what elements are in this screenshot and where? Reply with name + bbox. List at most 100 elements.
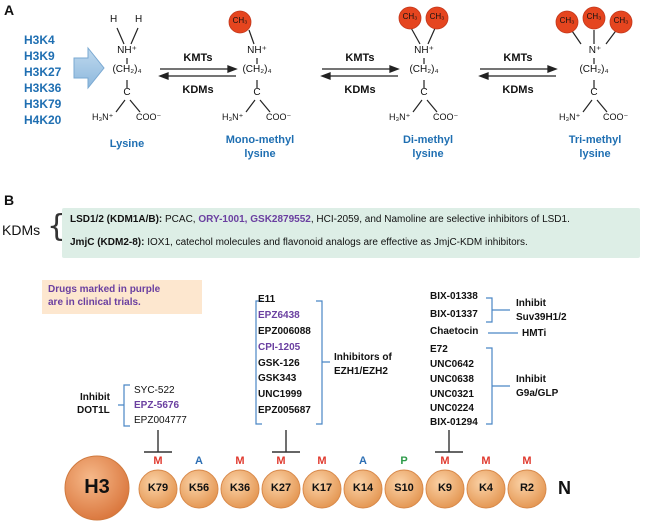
lysine-coo: COO⁻ [136, 112, 162, 122]
block-arrow-shape [73, 46, 105, 90]
residue-label-k17: K17 [311, 482, 333, 494]
h3-core [64, 455, 130, 521]
modification-mark-k79: M [153, 455, 163, 467]
di-chain: (CH₂)₄ [409, 64, 439, 75]
drug-epz6438: EPZ6438 [258, 310, 300, 321]
mono-h3n: H₃N⁺ [222, 112, 244, 122]
residue-h3k36: H3K36 [24, 81, 62, 95]
tri-coo: COO⁻ [603, 112, 629, 122]
residue-label-k27: K27 [270, 482, 292, 494]
residue-bead-k9 [425, 469, 465, 509]
di-ch3-1: CH₃ [402, 12, 418, 21]
kdms-label-1: KDMs [182, 84, 214, 96]
modification-mark-k36: M [235, 455, 245, 467]
drug-e11: E11 [258, 294, 276, 305]
lsd-line: LSD1/2 (KDM1A/B): PCAC, ORY-1001, GSK287… [70, 214, 570, 225]
kdms-brace: { [47, 209, 67, 244]
tri-name-line1: Tri-methyl [568, 134, 622, 146]
drug-cpi-1205: CPI-1205 [258, 342, 301, 353]
residue-label-k4: K4 [478, 482, 494, 494]
mono-c: C [253, 87, 261, 98]
lysine-c: C [123, 87, 131, 98]
jmjc-text: IOX1, catechol molecules and flavonoid a… [144, 237, 528, 248]
modification-mark-r2: M [522, 455, 532, 467]
residue-label-k79: K79 [147, 482, 169, 494]
methyl-circle-di-2 [425, 6, 449, 30]
tri-c: C [590, 87, 598, 98]
drug-unc0224: UNC0224 [430, 403, 474, 414]
g9a-label-line2: G9a/GLP [516, 388, 559, 399]
di-c: C [420, 87, 428, 98]
residue-label-k36: K36 [229, 482, 251, 494]
residue-bead-k36 [220, 469, 260, 509]
residue-h3k27: H3K27 [24, 65, 62, 79]
residue-beads [138, 469, 547, 509]
lsd-text-pre: PCAC, [162, 214, 199, 225]
mono-coo: COO⁻ [266, 112, 292, 122]
tri-ch3-3: CH₃ [613, 16, 629, 25]
methyl-circles [228, 6, 633, 34]
residue-h3k79: H3K79 [24, 97, 62, 111]
modification-mark-s10: P [400, 455, 408, 467]
h3-tail [64, 455, 547, 521]
note-line1: Drugs marked in purple [48, 284, 161, 295]
lysine-nh: NH⁺ [117, 45, 137, 56]
modification-mark-k9: M [440, 455, 450, 467]
lysine-bonds [115, 27, 141, 113]
lysine-h-right: H [135, 14, 143, 25]
kdm-inhibitor-box: LSD1/2 (KDM1A/B): PCAC, ORY-1001, GSK287… [62, 208, 640, 258]
mono-chain: (CH₂)₄ [242, 64, 272, 75]
lsd-clinical-drugs: ORY-1001, GSK2879552 [198, 214, 311, 225]
ezh-label-line1: Inhibitors of [334, 352, 392, 363]
di-ch3-2: CH₃ [429, 12, 445, 21]
di-name-line2: lysine [412, 148, 444, 160]
h3-label: H3 [84, 476, 110, 498]
drug-bix-01338: BIX-01338 [430, 291, 478, 302]
tri-name-line2: lysine [579, 148, 611, 160]
drug-epz006088: EPZ006088 [258, 326, 311, 337]
drug-unc1999: UNC1999 [258, 389, 302, 400]
di-nh: NH⁺ [414, 45, 434, 56]
methyl-circle-tri-1 [555, 10, 579, 34]
drug-epz005687: EPZ005687 [258, 405, 311, 416]
drug-unc0642: UNC0642 [430, 359, 474, 370]
di-h3n: H₃N⁺ [389, 112, 411, 122]
drug-unc0321: UNC0321 [430, 389, 474, 400]
kmts-label-2: KMTs [345, 52, 375, 64]
suv-label-line1: Inhibit [516, 298, 546, 309]
tri-chain: (CH₂)₄ [579, 64, 609, 75]
lysine-h3n: H₃N⁺ [92, 112, 114, 122]
jmjc-line: JmjC (KDM2-8): IOX1, catechol molecules … [70, 237, 528, 248]
methyl-circle-mono [228, 10, 252, 34]
di-coo: COO⁻ [433, 112, 459, 122]
mono-ch3: CH₃ [232, 16, 248, 25]
residue-bead-k27 [261, 469, 301, 509]
drug-epz004777: EPZ004777 [134, 415, 187, 426]
residue-label-k56: K56 [188, 482, 210, 494]
note-line2: are in clinical trials. [48, 297, 141, 308]
bracket-suv [486, 297, 510, 323]
methyl-circle-tri-3 [609, 10, 633, 34]
clinical-trial-note: Drugs marked in purple are in clinical t… [42, 280, 202, 314]
bracket-dot1l [118, 384, 130, 427]
kdms-label-2: KDMs [344, 84, 376, 96]
residue-bead-k4 [466, 469, 506, 509]
panel-b-label: B [4, 192, 15, 208]
drug-bix-01337: BIX-01337 [430, 309, 478, 320]
lysine-chain: (CH₂)₄ [112, 64, 142, 75]
residue-label-k14: K14 [352, 482, 374, 494]
lysine-h-left: H [110, 14, 118, 25]
panel-a-label: A [4, 2, 15, 18]
lysine-name: Lysine [109, 138, 145, 150]
tri-ch3-1: CH₃ [559, 16, 575, 25]
kdms-label-3: KDMs [502, 84, 534, 96]
di-name-line1: Di-methyl [402, 134, 454, 146]
kdms-side-label: KDMs [2, 222, 41, 238]
jmjc-title: JmjC (KDM2-8): [70, 237, 145, 248]
g9a-label-line1: Inhibit [516, 374, 546, 385]
residue-bead-k56 [179, 469, 219, 509]
residue-label-k9: K9 [437, 482, 453, 494]
drug-syc-522: SYC-522 [134, 385, 175, 396]
drug-gsk-126: GSK-126 [258, 358, 300, 369]
